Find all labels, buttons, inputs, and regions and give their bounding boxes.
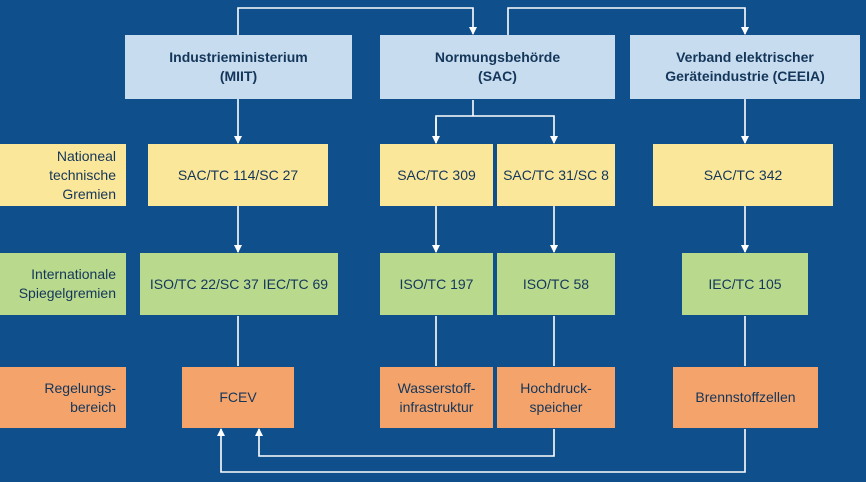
regulation-area-sac-right: Hochdruck- speicher bbox=[497, 367, 615, 428]
ceeia-box: Verband elektrischer Geräteindustrie (CE… bbox=[630, 35, 860, 99]
regulation-area-ceeia-text: Brennstoffzellen bbox=[695, 389, 796, 405]
national-committee-sac-left: SAC/TC 309 bbox=[380, 144, 493, 206]
row-label-international-text: Internationale Spiegelgremien bbox=[18, 266, 116, 301]
miit-sac-top-connector bbox=[234, 7, 477, 41]
miit-label: Industrieministerium (MIIT) bbox=[169, 49, 308, 84]
bottom-outer-connector bbox=[217, 428, 746, 473]
international-committee-sac-left-text: ISO/TC 197 bbox=[399, 275, 474, 292]
international-committee-ceeia-text: IEC/TC 105 bbox=[708, 275, 782, 292]
regulation-area-sac-left-text: Wasserstoff- infrastruktur bbox=[397, 379, 476, 415]
regulation-area-miit: FCEV bbox=[182, 367, 294, 428]
row-label-regulation: Regelungs- bereich bbox=[0, 367, 126, 428]
international-committee-sac-right: ISO/TC 58 bbox=[497, 253, 615, 315]
row-label-regulation-text: Regelungs- bereich bbox=[44, 379, 116, 415]
international-committee-miit: ISO/TC 22/SC 37 IEC/TC 69 bbox=[140, 253, 338, 315]
regulation-area-sac-right-text: Hochdruck- speicher bbox=[520, 379, 592, 415]
national-committee-miit-text: SAC/TC 114/SC 27 bbox=[177, 166, 299, 183]
international-committee-miit-text: ISO/TC 22/SC 37 IEC/TC 69 bbox=[149, 275, 329, 292]
ceeia-label: Verband elektrischer Geräteindustrie (CE… bbox=[665, 49, 825, 84]
row-label-national-text: Nationeal technische Gremien bbox=[49, 147, 116, 202]
miit-box: Industrieministerium (MIIT) bbox=[125, 35, 352, 99]
national-committee-ceeia: SAC/TC 342 bbox=[653, 144, 833, 206]
regulation-area-sac-left: Wasserstoff- infrastruktur bbox=[380, 367, 493, 428]
national-committee-sac-right-text: SAC/TC 31/SC 8 bbox=[503, 166, 609, 183]
international-committee-ceeia: IEC/TC 105 bbox=[682, 253, 808, 315]
regulation-area-ceeia: Brennstoffzellen bbox=[673, 367, 818, 428]
international-committee-sac-left: ISO/TC 197 bbox=[380, 253, 493, 315]
sac-box: Normungsbehörde (SAC) bbox=[380, 35, 615, 99]
row-label-national: Nationeal technische Gremien bbox=[0, 144, 126, 206]
sac-fork bbox=[435, 100, 554, 143]
national-committee-miit: SAC/TC 114/SC 27 bbox=[148, 144, 328, 206]
international-committee-sac-right-text: ISO/TC 58 bbox=[522, 275, 590, 292]
regulation-area-miit-text: FCEV bbox=[219, 389, 257, 405]
sac-label: Normungsbehörde (SAC) bbox=[434, 49, 561, 84]
national-committee-sac-left-text: SAC/TC 309 bbox=[397, 166, 476, 183]
row-label-international: Internationale Spiegelgremien bbox=[0, 253, 126, 315]
national-committee-ceeia-text: SAC/TC 342 bbox=[703, 166, 783, 183]
sac-ceeia-top-connector bbox=[504, 7, 749, 41]
national-committee-sac-right: SAC/TC 31/SC 8 bbox=[497, 144, 615, 206]
bottom-inner-connector bbox=[255, 428, 555, 457]
